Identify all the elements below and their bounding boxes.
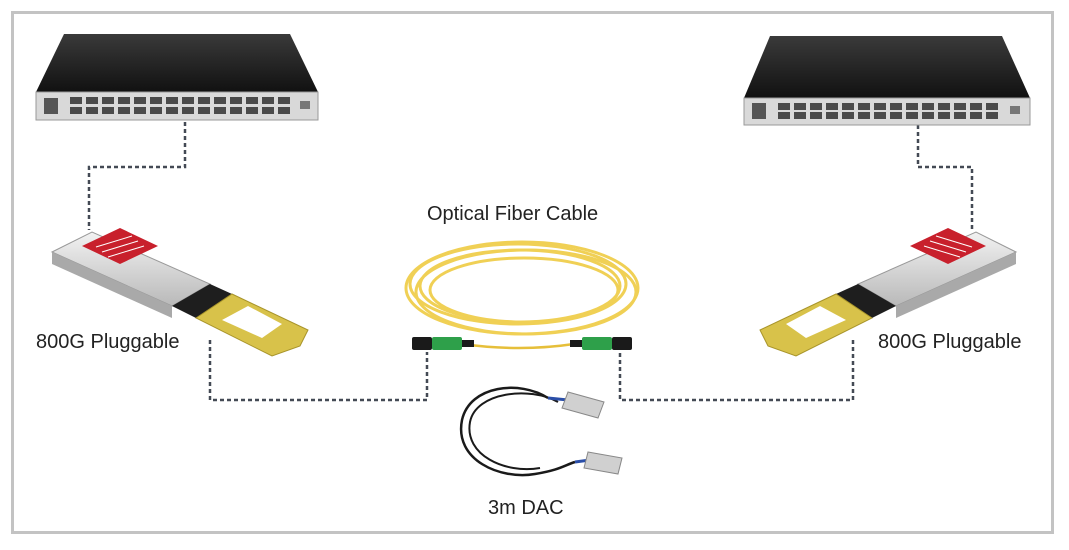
line-left-pluggable-to-fiber — [208, 340, 429, 402]
connector-lines — [87, 122, 974, 402]
right-pluggable-label: 800G Pluggable — [878, 331, 1022, 353]
left-pluggable-label: 800G Pluggable — [36, 331, 180, 353]
dac-cable-icon — [459, 386, 623, 477]
right-network-switch-icon — [743, 36, 1031, 126]
line-right-pluggable-to-fiber — [618, 340, 855, 402]
fiber-cable-label: Optical Fiber Cable — [427, 203, 599, 225]
dac-label: 3m DAC — [488, 497, 564, 519]
line-left-switch-to-pluggable — [87, 122, 187, 230]
right-transceiver-module-icon — [759, 228, 1018, 357]
left-network-switch-icon — [35, 34, 319, 121]
line-right-switch-to-pluggable — [916, 125, 974, 230]
left-transceiver-module-icon — [50, 228, 309, 357]
fiber-cable-coil-icon — [404, 240, 640, 350]
fiber-connectors — [412, 337, 632, 350]
